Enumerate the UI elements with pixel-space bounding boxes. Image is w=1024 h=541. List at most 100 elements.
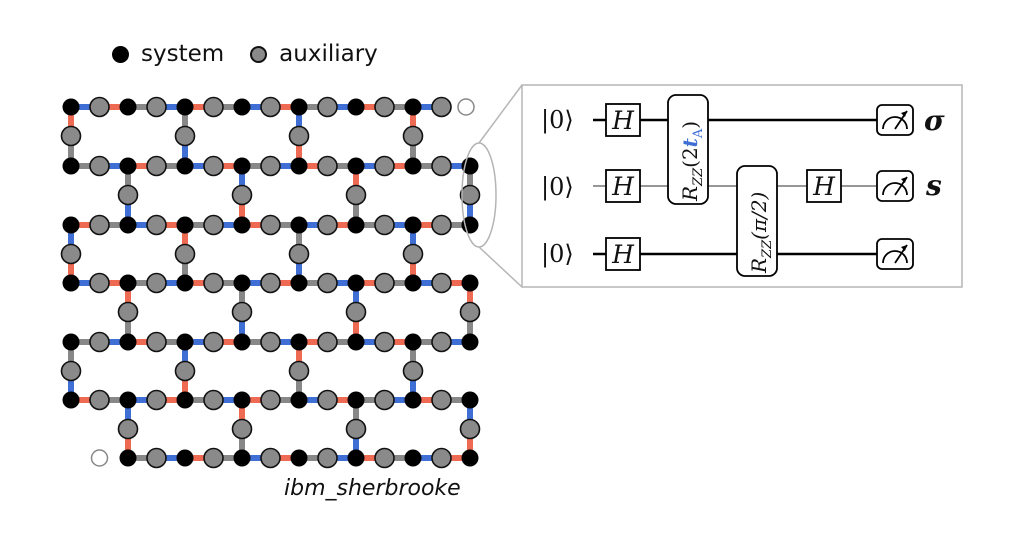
auxiliary-qubit (459, 184, 481, 206)
meter-icon (876, 238, 914, 270)
system-qubit (347, 333, 365, 351)
system-qubit (347, 157, 365, 175)
rzz-gate-1-label: RZZ(2tA) (678, 121, 706, 202)
auxiliary-qubit (203, 96, 224, 118)
system-qubit (119, 98, 137, 116)
system-qubit-icon (112, 45, 129, 63)
auxiliary-qubit (345, 301, 367, 323)
hadamard-gate-4: H (806, 169, 842, 203)
system-qubit (404, 216, 422, 234)
system-qubit (119, 157, 137, 175)
auxiliary-qubit (203, 155, 224, 177)
lattice-nodes (60, 96, 481, 469)
auxiliary-qubit (402, 243, 424, 265)
auxiliary-qubit (317, 272, 338, 294)
measurement-3 (876, 238, 914, 270)
system-qubit (461, 333, 479, 351)
auxiliary-qubit (431, 272, 452, 294)
auxiliary-qubit (174, 360, 196, 382)
auxiliary-qubit (89, 272, 110, 294)
auxiliary-qubit (117, 184, 139, 206)
system-qubit (62, 333, 80, 351)
legend: system auxiliary (112, 34, 404, 74)
rzz-gate-2: RZZ(π/2) (736, 165, 778, 277)
auxiliary-qubit (288, 243, 310, 265)
auxiliary-qubit (431, 447, 452, 469)
auxiliary-qubit (146, 331, 167, 353)
system-qubit (176, 157, 194, 175)
auxiliary-qubit (345, 184, 367, 206)
auxiliary-qubit (374, 96, 395, 118)
auxiliary-qubit (260, 96, 281, 118)
system-qubit (176, 333, 194, 351)
system-qubit (233, 274, 251, 292)
auxiliary-qubit (374, 155, 395, 177)
auxiliary-qubit (402, 125, 424, 147)
hadamard-label-2: H (611, 172, 635, 201)
system-qubit (62, 391, 80, 409)
zoom-line-bottom (478, 246, 523, 288)
auxiliary-qubit (317, 331, 338, 353)
system-qubit (404, 274, 422, 292)
measurement-2 (876, 170, 914, 202)
auxiliary-qubit (260, 272, 281, 294)
system-qubit (347, 449, 365, 467)
auxiliary-qubit (317, 389, 338, 411)
system-qubit (176, 98, 194, 116)
output-s: s (925, 169, 942, 202)
auxiliary-qubit (431, 331, 452, 353)
rzz-gate-1: RZZ(2tA) (667, 94, 709, 205)
auxiliary-qubit (117, 301, 139, 323)
auxiliary-qubit (60, 243, 82, 265)
auxiliary-qubit (374, 389, 395, 411)
auxiliary-qubit (146, 96, 167, 118)
system-qubit (461, 274, 479, 292)
auxiliary-qubit (345, 418, 367, 440)
auxiliary-qubit (317, 155, 338, 177)
legend-auxiliary: auxiliary (250, 41, 378, 67)
system-qubit (176, 274, 194, 292)
auxiliary-qubit (231, 184, 253, 206)
auxiliary-qubit (60, 360, 82, 382)
auxiliary-qubit (89, 96, 110, 118)
ket-1: |0⟩ (541, 106, 574, 135)
legend-auxiliary-label: auxiliary (279, 41, 378, 67)
system-qubit (347, 216, 365, 234)
system-qubit (404, 449, 422, 467)
auxiliary-qubit (374, 214, 395, 236)
auxiliary-qubit (317, 96, 338, 118)
hadamard-label-1: H (611, 106, 635, 135)
auxiliary-qubit (431, 96, 452, 118)
auxiliary-qubit (431, 214, 452, 236)
system-qubit (62, 216, 80, 234)
auxiliary-qubit (317, 214, 338, 236)
hadamard-label-3: H (611, 240, 635, 269)
auxiliary-qubit (374, 331, 395, 353)
device-name: ibm_sherbrooke (284, 476, 461, 501)
auxiliary-qubit (203, 331, 224, 353)
circuit-panel: |0⟩ |0⟩ |0⟩ H H H H RZZ(2tA) RZZ(π/2) (521, 84, 963, 288)
auxiliary-qubit (402, 360, 424, 382)
hadamard-gate-1: H (605, 103, 641, 137)
auxiliary-qubit (146, 389, 167, 411)
auxiliary-qubit (260, 389, 281, 411)
auxiliary-qubit (89, 155, 110, 177)
hadamard-label-4: H (812, 172, 836, 201)
system-qubit (233, 449, 251, 467)
output-sigma: σ (924, 104, 945, 137)
auxiliary-qubit (89, 214, 110, 236)
system-qubit (176, 391, 194, 409)
system-qubit (62, 157, 80, 175)
auxiliary-qubit (317, 447, 338, 469)
auxiliary-qubit (431, 389, 452, 411)
auxiliary-qubit (146, 155, 167, 177)
system-qubit (119, 274, 137, 292)
auxiliary-qubit (374, 272, 395, 294)
auxiliary-qubit (117, 418, 139, 440)
system-qubit (290, 216, 308, 234)
auxiliary-qubit (288, 125, 310, 147)
auxiliary-qubit (89, 331, 110, 353)
auxiliary-qubit (431, 155, 452, 177)
auxiliary-qubit (374, 447, 395, 469)
legend-system-label: system (141, 41, 225, 67)
